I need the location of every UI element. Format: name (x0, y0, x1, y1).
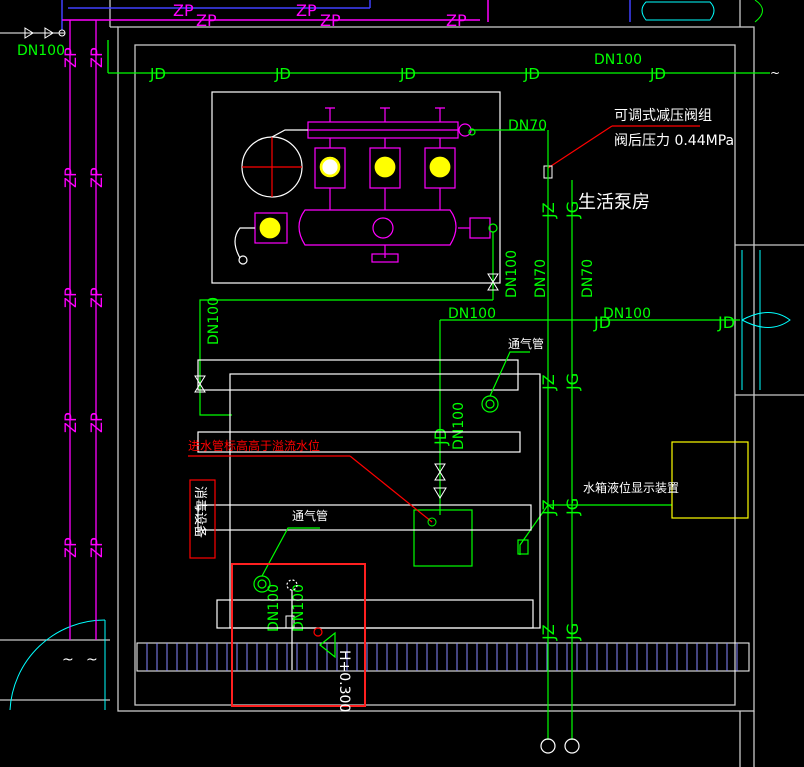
jd-label: JD (149, 65, 166, 83)
label-dn70-vertical: DN70 (533, 259, 549, 298)
label-dn100-small-b: DN100 (291, 584, 307, 632)
disinfection-box (189, 479, 216, 559)
label-dn70-main: DN70 (508, 118, 547, 134)
zp-label: ZP (196, 11, 217, 30)
zp-labels-top: ZP ZP ZP ZP ZP (173, 1, 467, 30)
top-pipes (61, 0, 631, 30)
jg-label: JG (563, 373, 582, 391)
label-dn100-top-left: DN100 (17, 43, 65, 59)
label-dn100-top: DN100 (594, 52, 642, 68)
zp-label: ZP (87, 167, 106, 188)
jz-label: JZ (539, 499, 558, 516)
zp-label: ZP (87, 47, 106, 68)
level-display-label: 水箱液位显示装置 (583, 480, 679, 495)
jz-jg-labels: JZ JG JZ JG JZ JG JZ JG JD JD JD (431, 201, 735, 641)
vent-pipe-label-2: 通气管 (292, 508, 328, 523)
zp-label: ZP (61, 537, 80, 558)
vent-pipe-label-1: 通气管 (508, 336, 544, 351)
jd-label: JD (274, 65, 291, 83)
overflow-highlight-box (231, 563, 366, 707)
valve-group-note: 可调式减压阀组 阀后压力 0.44MPa (543, 108, 734, 179)
inlet-note: 进水管标高高于溢流水位 (188, 438, 437, 527)
jd-label: JD (431, 428, 450, 446)
valve-group-title: 可调式减压阀组 (614, 108, 712, 124)
zp-labels-vertical: ZP ZP ZP ZP ZP ZP ZP ZP ZP ZP (61, 47, 106, 558)
disinfection-label: 消毒设备 (192, 486, 208, 538)
break-symbol: ~ (86, 652, 98, 668)
vent-pipe-2 (253, 527, 336, 670)
doors (9, 0, 791, 711)
vent-pipe-1 (481, 351, 530, 413)
label-dn100-small-a: DN100 (266, 584, 282, 632)
label-dn100-riser: DN100 (451, 402, 467, 450)
level-display-box (671, 441, 749, 519)
jd-label: JD (399, 65, 416, 83)
zp-label: ZP (173, 1, 194, 20)
label-dn100-mid: DN100 (448, 306, 496, 322)
jd-label: JD (523, 65, 540, 83)
elevation-label: H+0.300 (336, 650, 352, 712)
zp-label: ZP (446, 11, 467, 30)
jg-label: JG (563, 498, 582, 516)
riser-circles (540, 738, 580, 754)
jz-label: JZ (539, 202, 558, 219)
zp-label: ZP (87, 537, 106, 558)
zp-label: ZP (61, 412, 80, 433)
label-dn100-vertical-left: DN100 (206, 297, 222, 345)
jg-label: JG (563, 201, 582, 219)
drain-trench (136, 642, 750, 672)
jz-label: JZ (539, 624, 558, 641)
zp-label: ZP (87, 287, 106, 308)
zp-riser-pipes (69, 20, 97, 640)
valve-group-pressure: 阀后压力 0.44MPa (614, 133, 734, 149)
pump-set-frame (211, 91, 501, 284)
label-dn100-v-right: DN100 (504, 250, 520, 298)
jz-label: JZ (539, 374, 558, 391)
zp-label: ZP (296, 1, 317, 20)
jg-label: JG (563, 623, 582, 641)
label-dn100-mid-right: DN100 (603, 306, 651, 322)
inlet-branch (0, 27, 66, 39)
room-name: 生活泵房 (578, 192, 650, 213)
zp-label: ZP (61, 167, 80, 188)
zp-label: ZP (61, 47, 80, 68)
zp-label: ZP (320, 11, 341, 30)
pump-set (234, 107, 545, 265)
label-dn70-vertical-2: DN70 (580, 259, 596, 298)
top-jd-pipe (107, 40, 770, 74)
zp-label: ZP (87, 412, 106, 433)
jd-label: JD (649, 65, 666, 83)
break-symbol: ~ (62, 652, 74, 668)
break-symbol: ~ (770, 66, 780, 80)
jd-label: JD (593, 313, 611, 332)
zp-label: ZP (61, 287, 80, 308)
jd-labels-top: JD JD JD JD JD (149, 65, 666, 83)
jd-label: JD (717, 313, 735, 332)
water-tank (197, 359, 541, 629)
inlet-note-text: 进水管标高高于溢流水位 (188, 438, 320, 453)
